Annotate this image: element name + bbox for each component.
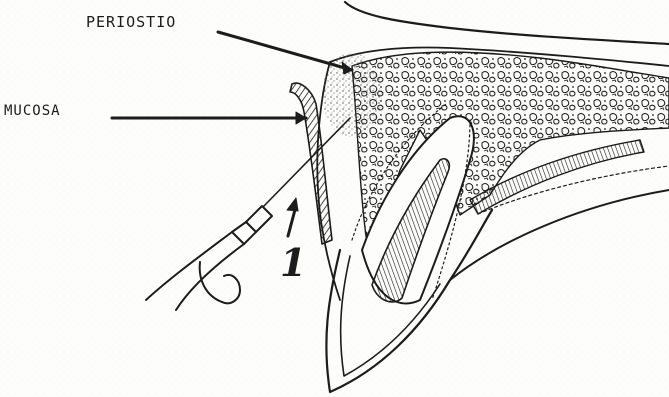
- mucosa-label: MUCOSA: [4, 103, 61, 119]
- periostio-pointer: [218, 32, 352, 70]
- syringe-needle: [262, 118, 350, 208]
- periostio-label: PERIOSTIO: [86, 13, 176, 31]
- up-arrow-icon: [287, 198, 298, 236]
- gum-upper-outline: [345, 2, 669, 44]
- step-number: 1: [280, 240, 306, 285]
- syringe-icon: [146, 206, 272, 310]
